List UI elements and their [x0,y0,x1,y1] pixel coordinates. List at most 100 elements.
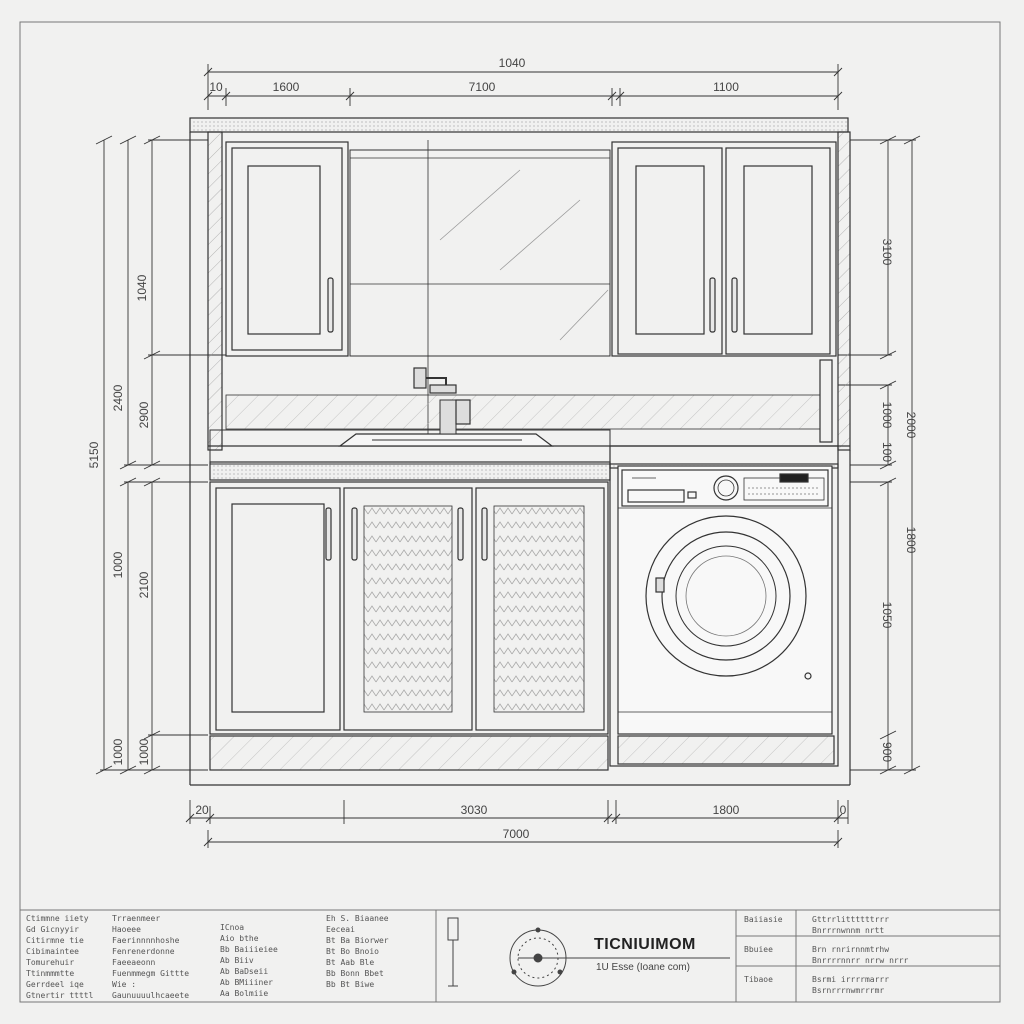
tb-line: Citirmne tie [26,936,84,945]
washer-control-panel [621,469,829,507]
tb-line: Ctimmne iiety [26,914,89,923]
tb-line: Ab Biiv [220,956,254,965]
dim-bottom-right-small: 0 [840,803,847,817]
washer-door [645,515,807,677]
dim-top-segment-1: 1600 [273,80,300,94]
dim-left-mid-2: 2900 [137,401,151,428]
handle [351,507,358,561]
right-dimensions [838,135,921,775]
faucet [439,399,457,435]
tb-line: Aa Bolmiie [220,989,269,998]
dim-left-mid-1: 2400 [111,384,125,411]
tb-line: Trraenmeer [112,914,161,923]
washing-machine [617,465,833,735]
tb-right-label-1: Baiiasie [744,915,783,924]
left-dimensions [95,135,226,775]
backsplash [225,394,821,430]
tb-line: ICnoa [220,923,245,932]
handle [731,277,738,333]
handle [327,277,334,333]
tb-right-label-3: Tibaoe [744,975,773,984]
tb-line: Tomurehuir [26,958,75,967]
tb-line: Bb Baiiieiee [220,945,278,954]
tb-line: Eh S. Biaanee [326,914,389,923]
dim-right-upper: 3100 [880,239,894,266]
title-block-col1: Ctimmne iiety Gd Gicnyyir Citirmne tie C… [26,913,93,1001]
bottom-dimensions [185,800,849,848]
title-block-col2: Trraenmeer Haoeee Faerinnnnhoshe Fenrene… [112,913,189,1001]
compass-emblem [509,927,730,987]
title-block-right-values-1: Gttrrlittttttrrr Bnrrrnwnnm nrtt [812,914,889,936]
tb-line: Aio bthe [220,934,259,943]
tb-line: Eeceai [326,925,355,934]
dim-right-mid-1: 1000 [880,402,894,429]
dim-left-upper: 1040 [135,274,149,301]
mirror [349,149,611,357]
tb-line: Ab BaDseii [220,967,269,976]
tb-line: Faeeaeonn [112,958,156,967]
washer-dial [713,475,739,501]
handle [481,507,488,561]
title-block-frame [20,909,1000,1002]
tb-line: Fuenmmegm Gittte [112,969,190,978]
right-wall [837,131,851,451]
tb-line: Bnrrrnwnnm nrtt [812,926,885,935]
tb-line: Gerrdeel iqe [26,980,84,989]
dim-top-left-small: 10 [209,80,223,94]
dim-top-segment-3: 1100 [713,80,739,94]
dim-bottom-segment-2: 1800 [713,803,740,817]
handle [325,507,332,561]
tb-line: Fenrenerdonne [112,947,175,956]
tb-line: Bsrmi irrrrmarrr [812,975,890,984]
tb-line: Ab BMiiiner [220,978,273,987]
tb-line: Wie : [112,980,137,989]
tb-line: Bsrnrrrnwmrrrmr [812,986,885,995]
soffit [189,117,849,133]
tb-line: Bt Bo Bnoio [326,947,379,956]
tb-line: Haoeee [112,925,141,934]
upper-cabinet-right [611,141,837,357]
dim-right-lower-2: 1050 [880,602,894,629]
left-wall [207,131,223,451]
tb-line: Brn rnrirnnmtrhw [812,945,890,954]
handle [457,507,464,561]
tb-line: Bb Bt Biwe [326,980,375,989]
dim-right-bottom: 900 [880,742,894,762]
washer-housing [609,445,839,767]
title-block-subtitle: 1U Esse (Ioane com) [596,962,690,973]
dim-right-mid-2: 2000 [904,412,918,439]
title-block-col3: ICnoa Aio bthe Bb Baiiieiee Ab Biiv Ab B… [220,922,278,999]
dim-top-overall: 1040 [499,56,526,70]
tb-line: Ttinmmmtte [26,969,75,978]
tb-line: Faerinnnnhoshe [112,936,180,945]
dim-left-lower-1: 1000 [111,551,125,578]
dim-right-lower-1: 1800 [904,527,918,554]
title-block-title: TICNIUIMOM [594,936,696,953]
washer-plinth [617,735,835,765]
dim-left-bottom-2: 1000 [137,738,151,765]
dim-left-bottom-1: 1000 [111,738,125,765]
upper-cabinet-left [225,141,349,357]
tb-line: Bnrrrrnnrr nrrw nrrr [812,956,909,965]
tb-line: Bb Bonn Bbet [326,969,384,978]
title-block-right-values-3: Bsrmi irrrrmarrr Bsrnrrrnwmrrrmr [812,974,889,996]
handle [709,277,716,333]
top-dimensions [203,64,843,110]
dim-bottom-left-small: 20 [195,803,209,817]
dim-left-overall: 5150 [87,441,101,468]
elevation [189,117,851,786]
tb-line: Gttrrlittttttrrr [812,915,890,924]
washer-display [779,473,809,483]
dim-top-segment-2: 7100 [469,80,496,94]
sheet-border [19,21,1001,1003]
tb-line: Bt Aab Ble [326,958,375,967]
dim-left-lower-2: 2100 [137,571,151,598]
base-cabinet [209,481,609,735]
dim-bottom-segment-1: 3030 [461,803,488,817]
title-block-col4: Eh S. Biaanee Eeceai Bt Ba Biorwer Bt Bo… [326,913,389,990]
toe-kick [209,735,609,771]
tb-line: Cibimaintee [26,947,79,956]
scale-bar-icon [447,917,459,987]
dim-bottom-overall: 7000 [503,827,530,841]
